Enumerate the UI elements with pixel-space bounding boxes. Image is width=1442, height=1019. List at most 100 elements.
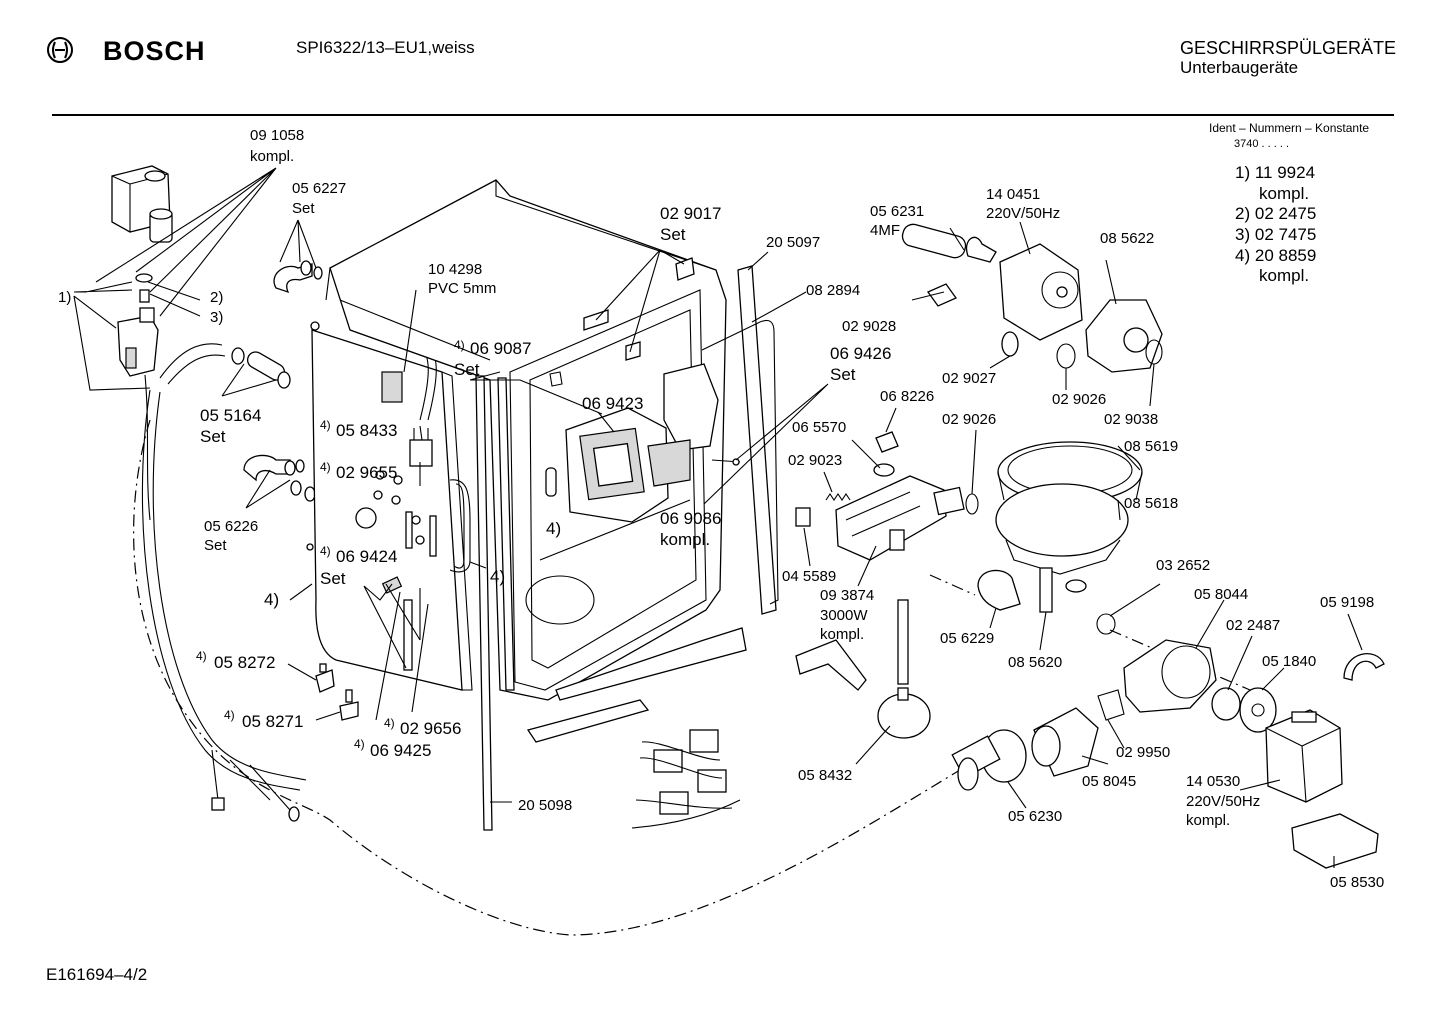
- label-069087: 06 9087: [470, 339, 531, 358]
- seal-ring-icon: [1096, 613, 1116, 635]
- label-069423: 06 9423: [582, 394, 643, 413]
- label-140451: 14 0451: [986, 186, 1040, 203]
- label-093874-watt: 3000W: [820, 607, 868, 624]
- ident-heading: Ident – Nummern – Konstante: [1209, 121, 1370, 135]
- detergent-dispenser: [565, 407, 669, 523]
- label-029023: 02 9023: [788, 452, 842, 469]
- superscript-4: 4): [454, 338, 465, 352]
- nut-icon: [873, 463, 895, 477]
- ident-constant: 3740 . . . . .: [1234, 138, 1290, 150]
- callout-4-side: 4): [264, 590, 279, 609]
- routing-path-2: [929, 574, 976, 596]
- label-051840: 05 1840: [1262, 653, 1316, 670]
- label-029017-set: Set: [660, 225, 686, 244]
- label-055164-set: Set: [200, 427, 226, 446]
- label-056226: 05 6226: [204, 518, 258, 535]
- model-number: SPI6322/13–EU1,weiss: [296, 38, 475, 57]
- label-091058-kompl: kompl.: [250, 148, 294, 165]
- trim-strip: [475, 375, 493, 831]
- label-093874-kompl: kompl.: [820, 626, 864, 643]
- clip-icon: [381, 576, 403, 594]
- label-059198: 05 9198: [1320, 594, 1374, 611]
- header-rule: [52, 114, 1394, 116]
- label-058045: 05 8045: [1082, 773, 1136, 790]
- side-strip: [737, 265, 777, 615]
- label-068226: 06 8226: [880, 388, 934, 405]
- drain-hose-adapter: [951, 729, 1027, 791]
- label-069424: 06 9424: [336, 547, 397, 566]
- label-205097: 20 5097: [766, 234, 820, 251]
- label-140530-volt: 220V/50Hz: [1186, 793, 1260, 810]
- label-069424-set: Set: [320, 569, 346, 588]
- callout-2: 2): [210, 289, 223, 306]
- label-069426: 06 9426: [830, 344, 891, 363]
- label-058271: 05 8271: [242, 712, 303, 731]
- callout-4-seal: 4): [490, 567, 505, 586]
- hose-end: [288, 806, 300, 822]
- callout-4-tub: 4): [546, 519, 561, 538]
- label-029038: 02 9038: [1104, 411, 1158, 428]
- label-065570: 06 5570: [792, 419, 846, 436]
- aquastop-valve: [111, 165, 173, 243]
- subcategory-title: Unterbaugeräte: [1180, 58, 1299, 77]
- label-056227-set: Set: [292, 200, 315, 217]
- pump-outlet: [1031, 707, 1099, 777]
- label-029028: 02 9028: [842, 318, 896, 335]
- label-205098: 20 5098: [518, 797, 572, 814]
- label-029027: 02 9027: [942, 370, 996, 387]
- key-item-2: 2) 02 2475: [1235, 204, 1317, 223]
- label-104298: 10 4298: [428, 261, 482, 278]
- impeller-icon: [1239, 687, 1277, 733]
- side-panel: [306, 321, 473, 691]
- plinth-part: [526, 699, 650, 743]
- superscript-4: 4): [320, 418, 331, 432]
- label-029950: 02 9950: [1116, 744, 1170, 761]
- label-055164: 05 5164: [200, 406, 261, 425]
- label-140530: 14 0530: [1186, 773, 1240, 790]
- capacitor-icon: [901, 223, 967, 259]
- spring-icon: [825, 493, 851, 501]
- superscript-4: 4): [224, 708, 235, 722]
- label-058530: 05 8530: [1330, 874, 1384, 891]
- hose-line: [141, 389, 301, 791]
- label-140530-kompl: kompl.: [1186, 812, 1230, 829]
- label-085620: 08 5620: [1008, 654, 1062, 671]
- hose-bend-icon: [977, 569, 1021, 611]
- clip-icon: [927, 283, 957, 307]
- label-069425: 06 9425: [370, 741, 431, 760]
- bracket-icon: [675, 257, 695, 281]
- label-056231: 05 6231: [870, 203, 924, 220]
- switch-icon: [315, 669, 335, 693]
- label-056229: 05 6229: [940, 630, 994, 647]
- category-title: GESCHIRRSPÜLGERÄTE: [1180, 38, 1397, 58]
- seal-ring-icon: [965, 493, 979, 515]
- hose-line: [144, 374, 151, 521]
- label-069086: 06 9086: [660, 509, 721, 528]
- sensor-rod: [403, 599, 413, 671]
- sensor-icon: [875, 431, 899, 453]
- brand-name: BOSCH: [103, 36, 206, 66]
- seal-strip: [449, 479, 471, 573]
- label-082894: 08 2894: [806, 282, 860, 299]
- label-056226-set: Set: [204, 537, 227, 554]
- label-058432: 05 8432: [798, 767, 852, 784]
- callout-1: 1): [58, 289, 71, 306]
- label-085619: 08 5619: [1124, 438, 1178, 455]
- drawing-id: E161694–4/2: [46, 965, 148, 984]
- label-058433: 05 8433: [336, 421, 397, 440]
- key-item-1-extra: kompl.: [1259, 184, 1310, 203]
- label-032652: 03 2652: [1156, 557, 1210, 574]
- heater-assembly: [835, 475, 965, 561]
- bracket-icon: [625, 341, 641, 361]
- superscript-4: 4): [196, 649, 207, 663]
- superscript-4: 4): [384, 716, 395, 730]
- leader-lines: [73, 167, 1363, 868]
- seal-icon: [1211, 687, 1241, 721]
- bosch-logo-icon: [47, 37, 73, 63]
- seal-strip: [453, 483, 465, 569]
- label-045589: 04 5589: [782, 568, 836, 585]
- hose-line: [211, 749, 219, 801]
- label-029655: 02 9655: [336, 463, 397, 482]
- label-085618: 08 5618: [1124, 495, 1178, 512]
